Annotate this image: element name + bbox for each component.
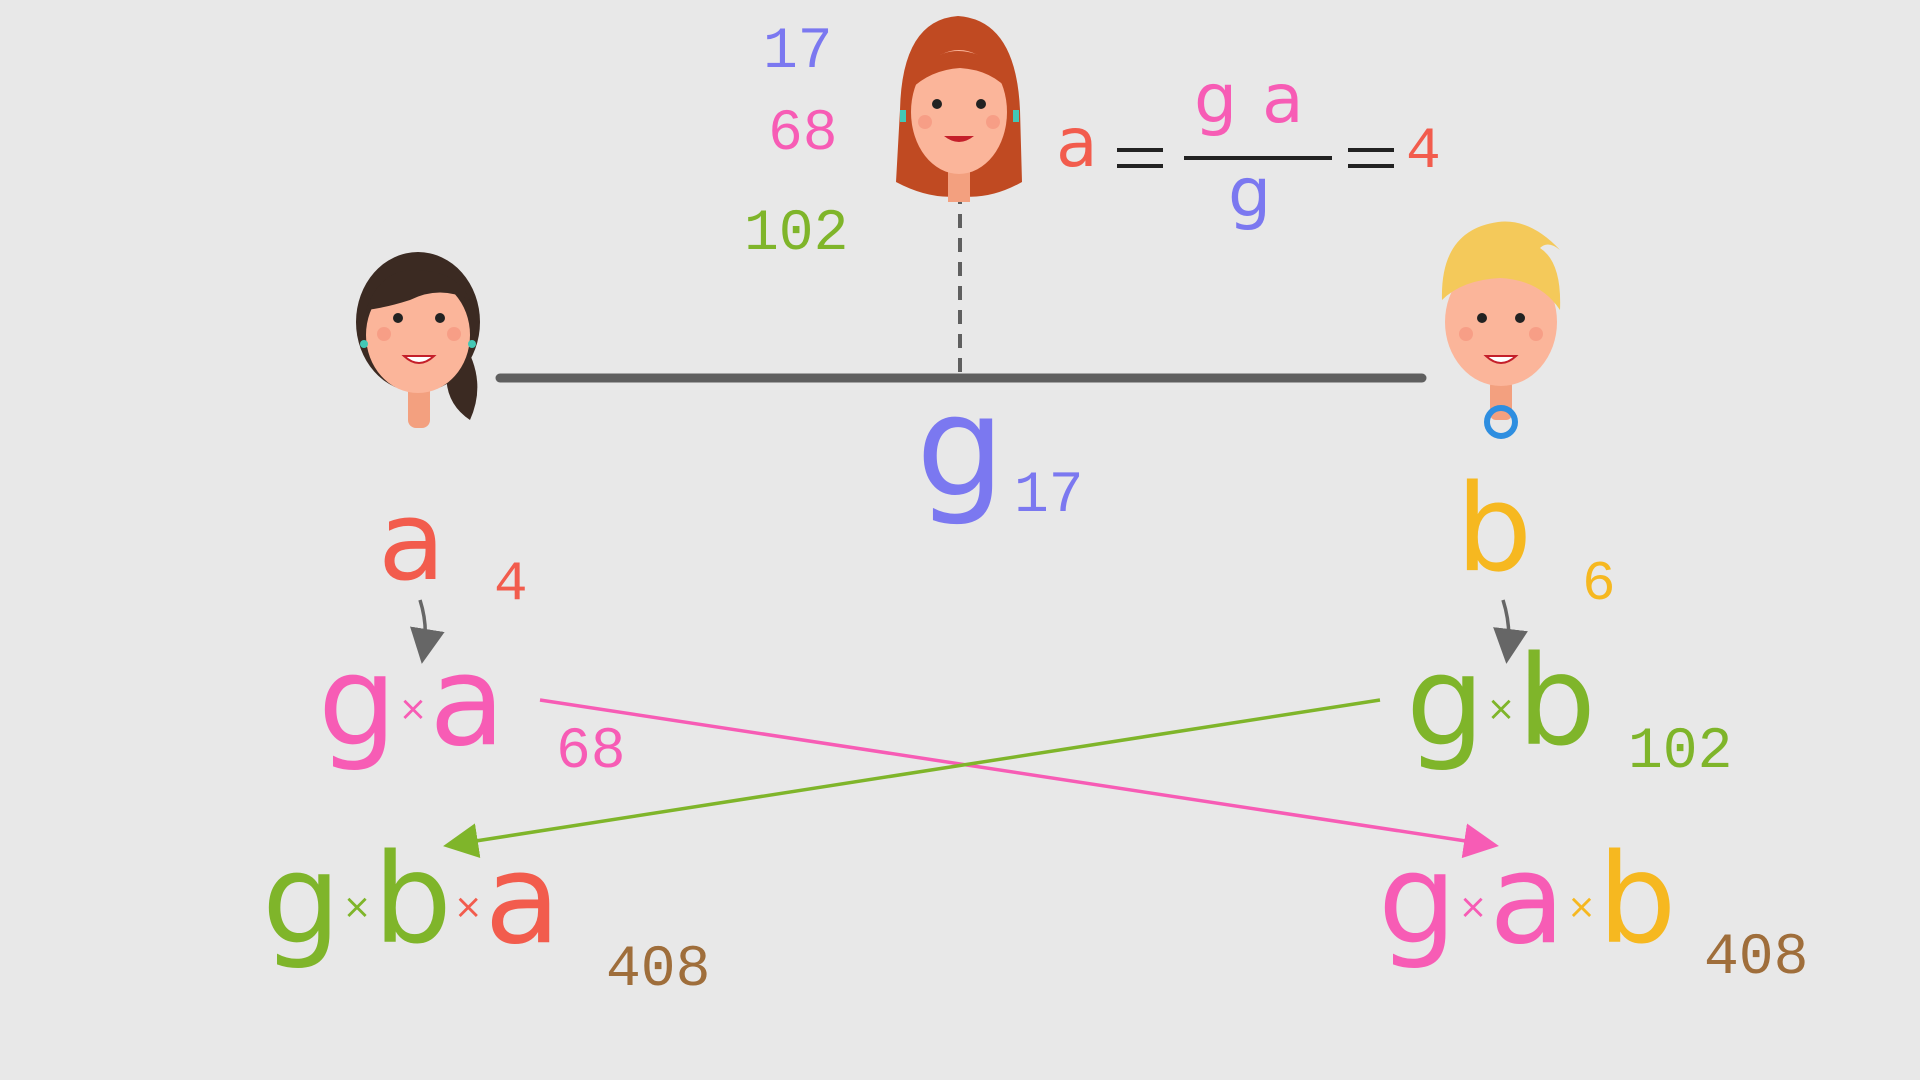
alice-public-a: a xyxy=(429,630,506,774)
alice-public-expression: g×a xyxy=(318,640,505,764)
alice-times: × xyxy=(398,689,428,729)
bob-final-value: 408 xyxy=(1704,926,1809,991)
bob-public-g: g xyxy=(1406,630,1485,774)
alice-final-g: g xyxy=(262,828,341,972)
pink-cross-arrow xyxy=(539,698,1499,859)
channel-g-label: g xyxy=(916,366,1005,529)
bob-down-arrow xyxy=(1493,599,1528,664)
alice-final-times-2: × xyxy=(453,887,483,927)
alice-avatar-icon xyxy=(356,252,480,428)
alice-final-b: b xyxy=(373,828,452,972)
bob-secret-label: b xyxy=(1456,460,1533,599)
bob-public-b: b xyxy=(1517,630,1596,774)
bob-public-expression: g×b xyxy=(1406,640,1596,764)
formula-lhs-a: a xyxy=(1056,104,1098,183)
alice-secret-label: a xyxy=(378,477,446,605)
eve-value-gb: 102 xyxy=(744,202,849,267)
bob-final-g: g xyxy=(1378,828,1457,972)
bob-final-times-2: × xyxy=(1567,887,1596,927)
alice-final-value: 408 xyxy=(606,938,711,1003)
bob-final-a: a xyxy=(1489,828,1566,972)
formula-numerator-a: a xyxy=(1262,60,1304,139)
formula-numerator-g: g xyxy=(1194,60,1238,139)
alice-public-value: 68 xyxy=(556,720,626,785)
formula-result: 4 xyxy=(1406,120,1441,185)
channel-g-value: 17 xyxy=(1014,464,1084,529)
bob-avatar-icon xyxy=(1441,221,1561,439)
bob-final-expression: g×a×b xyxy=(1378,838,1676,962)
eve-avatar-icon xyxy=(896,16,1022,202)
alice-final-expression: g×b×a xyxy=(262,838,560,962)
alice-public-g: g xyxy=(318,630,397,774)
eve-value-ga: 68 xyxy=(768,102,838,167)
formula-denominator-g: g xyxy=(1228,154,1272,233)
green-cross-arrow xyxy=(443,698,1381,858)
bob-final-b: b xyxy=(1597,828,1677,972)
alice-secret-value: 4 xyxy=(494,552,528,616)
bob-public-value: 102 xyxy=(1628,720,1733,785)
alice-down-arrow xyxy=(410,599,445,664)
eve-value-g: 17 xyxy=(763,20,833,85)
bob-secret-value: 6 xyxy=(1582,552,1616,616)
bob-times: × xyxy=(1486,689,1516,729)
alice-final-a: a xyxy=(484,828,561,972)
alice-final-times-1: × xyxy=(342,887,372,927)
formula-equals-2 xyxy=(1348,148,1394,168)
formula-equals-1 xyxy=(1117,148,1163,168)
bob-final-times-1: × xyxy=(1458,887,1488,927)
